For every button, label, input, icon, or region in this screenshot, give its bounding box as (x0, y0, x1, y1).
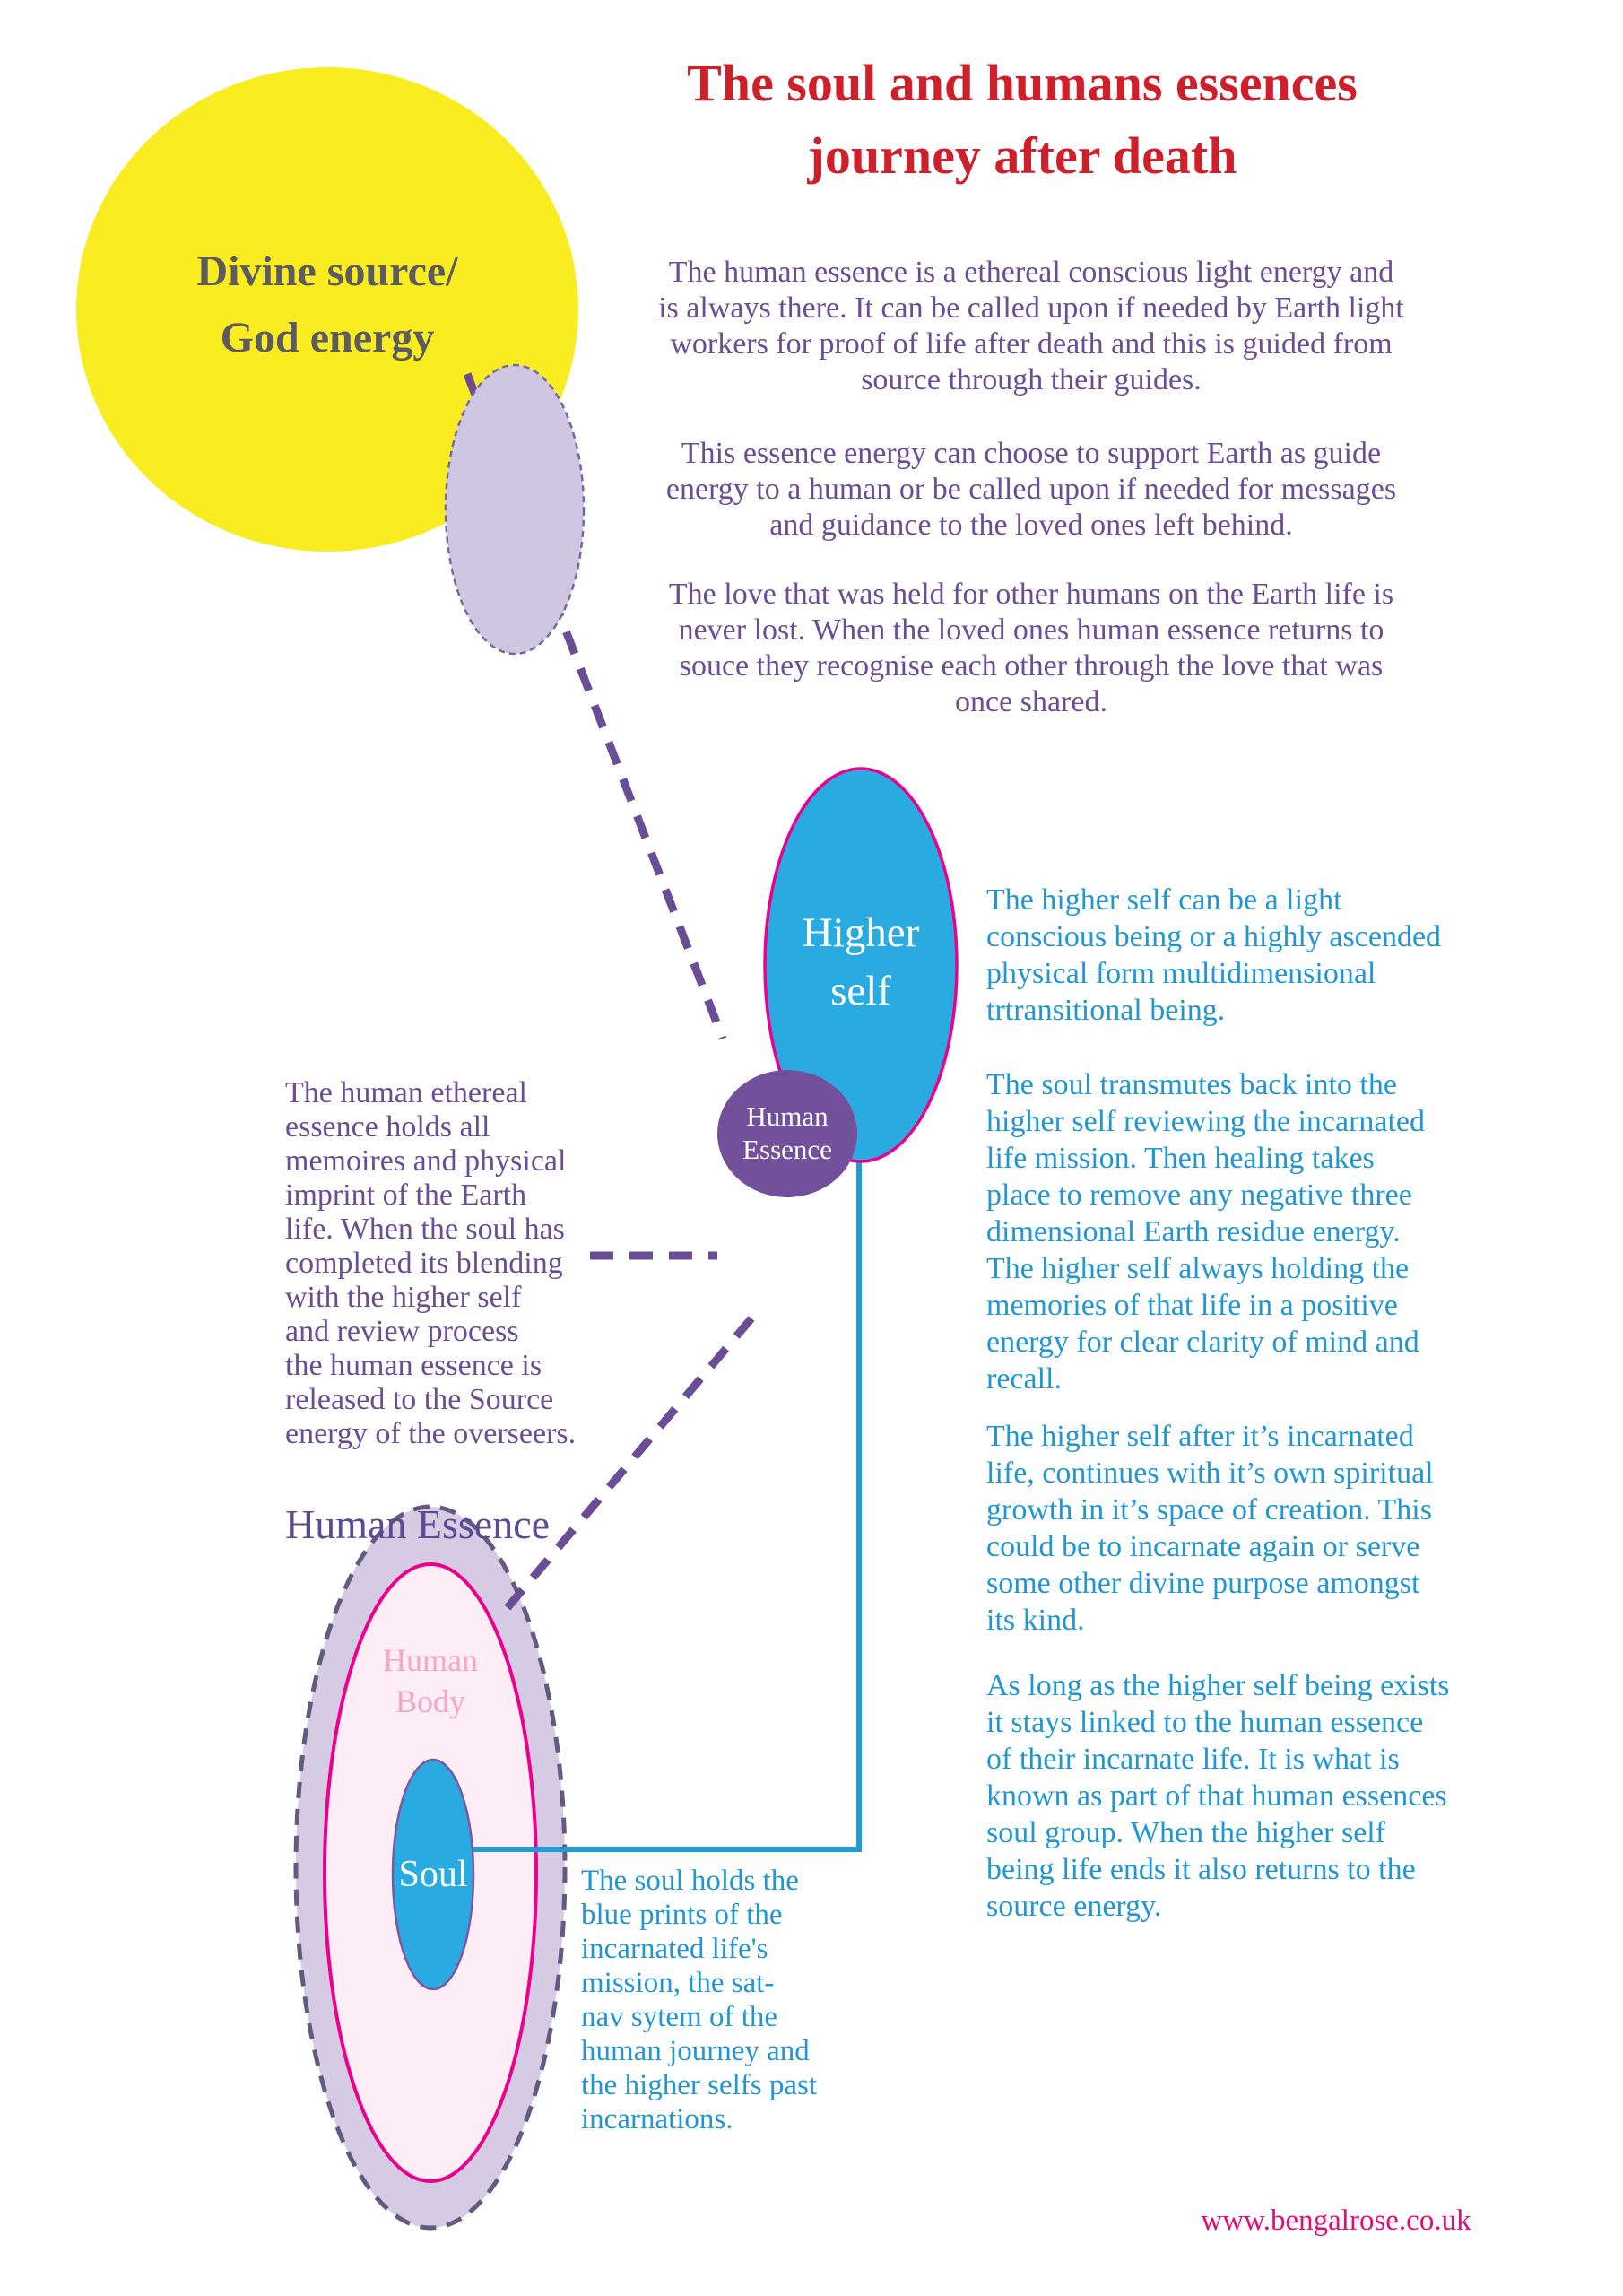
page-title: The soul and humans essences journey aft… (687, 54, 1358, 185)
essence-support-paragraph: This essence energy can choose to suppor… (665, 437, 1397, 542)
human-essence-node-label: Human Essence (742, 1100, 832, 1165)
essence-to-body-dashed-line (501, 1316, 755, 1613)
essence-intro-paragraph: The human essence is a ethereal consciou… (658, 256, 1404, 396)
soul-group-paragraph: As long as the higher self being exists … (986, 1669, 1450, 1923)
ethereal-essence-paragraph: The human ethereal essence holds all mem… (285, 1076, 577, 1450)
website-url: www.bengalrose.co.uk (1201, 2205, 1471, 2237)
essence-love-paragraph: The love that was held for other humans … (668, 578, 1394, 718)
soul-ellipse (391, 1758, 475, 1991)
soul-transmutes-paragraph: The soul transmutes back into the higher… (986, 1068, 1426, 1396)
soul-blueprint-paragraph: The soul holds the blue prints of the in… (581, 1865, 818, 2135)
higher-self-ellipse (763, 767, 959, 1163)
soul-higher-self-connector-line (473, 1161, 862, 1852)
human-essence-heading: Human Essence (285, 1501, 551, 1547)
higher-self-being-paragraph: The higher self can be a light conscious… (986, 883, 1442, 1027)
human-body-label: Human Body (383, 1642, 478, 1719)
released-essence-ellipse (444, 363, 586, 656)
divine-source-circle (76, 67, 578, 552)
divine-source-label: Divine source/ God energy (196, 248, 458, 361)
soul-label: Soul (398, 1854, 468, 1895)
higher-self-label: Higher self (802, 909, 920, 1014)
spiritual-growth-paragraph: The higher self after it’s incarnated li… (986, 1420, 1434, 1637)
human-essence-node-circle (717, 1070, 857, 1197)
